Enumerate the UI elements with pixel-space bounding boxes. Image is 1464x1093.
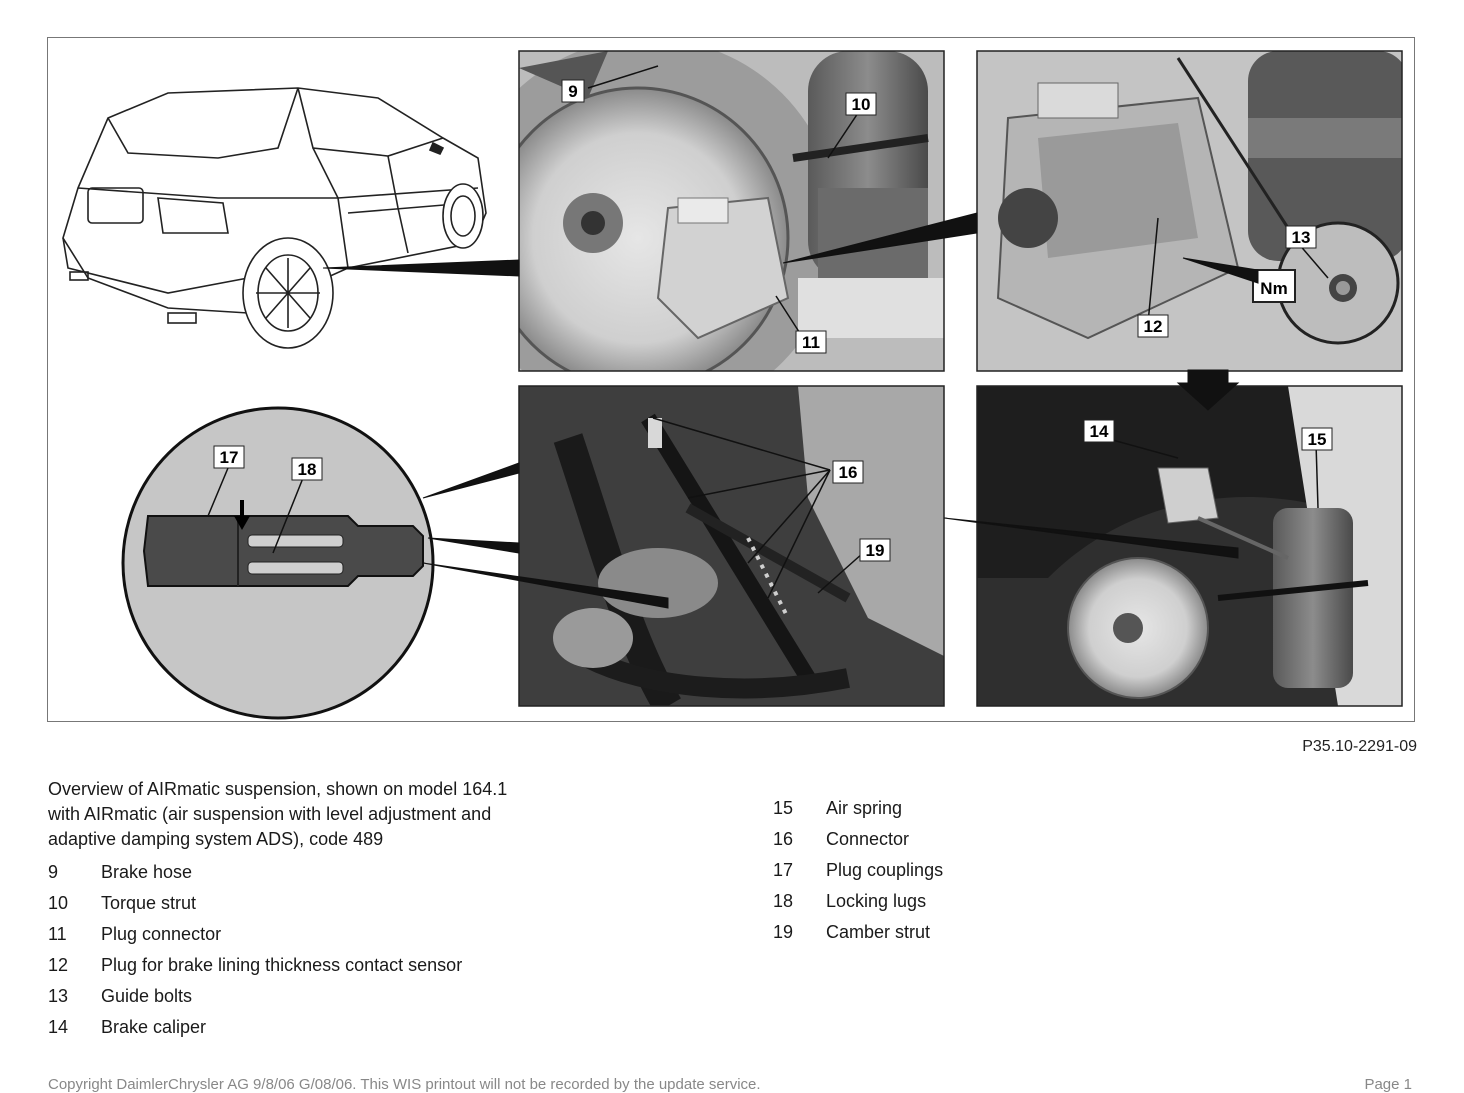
legend-text: Connector [826,829,910,849]
caption-line: with AIRmatic (air suspension with level… [48,804,492,824]
svg-text:16: 16 [839,463,858,482]
legend-number: 17 [773,860,794,880]
svg-text:12: 12 [1144,317,1163,336]
svg-text:10: 10 [852,95,871,114]
svg-text:9: 9 [568,82,577,101]
legend-text: Plug couplings [826,860,944,880]
legend-text: Torque strut [101,893,197,913]
callout-9: 9 [561,79,585,103]
caption-line: adaptive damping system ADS), code 489 [48,829,384,849]
callout-18: 18 [291,457,323,481]
legend-text: Locking lugs [826,891,927,911]
svg-text:19: 19 [866,541,885,560]
legend-text: Brake caliper [101,1017,207,1037]
legend-text: Camber strut [826,922,931,942]
figure-id: P35.10-2291-09 [1302,738,1417,755]
svg-text:15: 15 [1308,430,1327,449]
callouts: 9 10 11 12 13 Nm 14 [213,79,1333,562]
legend-text: Guide bolts [101,986,193,1006]
copyright-notice: Copyright DaimlerChrysler AG 9/8/06 G/08… [48,1076,761,1093]
callout-12: 12 [1137,314,1169,338]
legend-number: 16 [773,829,794,849]
callout-19: 19 [859,538,891,562]
legend-number: 18 [773,891,794,911]
figure-frame: 9 10 11 12 13 Nm 14 [47,37,1415,722]
torque-spec-icon: Nm [1260,279,1287,298]
suspension-illustration: 9 10 11 12 13 Nm 14 [62,50,1403,720]
svg-text:11: 11 [802,333,820,352]
svg-text:17: 17 [220,448,239,467]
legend-number: 10 [48,893,69,913]
callout-11: 11 [795,330,827,354]
leader-lines [207,65,1329,609]
legend-number: 13 [48,986,69,1006]
legend-number: 11 [48,924,67,944]
callout-10: 10 [845,92,877,116]
legend-text: Plug connector [101,924,222,944]
legend-number: 9 [48,862,59,882]
callout-14: 14 [1083,419,1115,443]
svg-text:18: 18 [298,460,317,479]
legend-text: Air spring [826,798,903,818]
callout-13: 13 [1285,225,1317,249]
legend-number: 19 [773,922,794,942]
photo-brake-caliper-closeup [977,51,1402,371]
legend-number: 15 [773,798,794,818]
svg-text:13: 13 [1292,228,1311,247]
plug-coupling-zoom [121,406,435,720]
legend-text: Plug for brake lining thickness contact … [101,955,463,975]
figure-caption: Overview of AIRmatic suspension, shown o… [48,777,568,852]
page-number: Page 1 [1364,1076,1412,1093]
callout-16: 16 [832,460,864,484]
callout-17: 17 [213,445,245,469]
svg-text:Nm: Nm [1260,279,1287,298]
legend-number: 12 [48,955,69,975]
caption-line: Overview of AIRmatic suspension, shown o… [48,779,508,799]
vehicle-drawing [62,87,487,349]
legend-text: Brake hose [101,862,193,882]
legend-number: 14 [48,1017,69,1037]
callout-15: 15 [1301,427,1333,451]
svg-text:14: 14 [1090,422,1109,441]
